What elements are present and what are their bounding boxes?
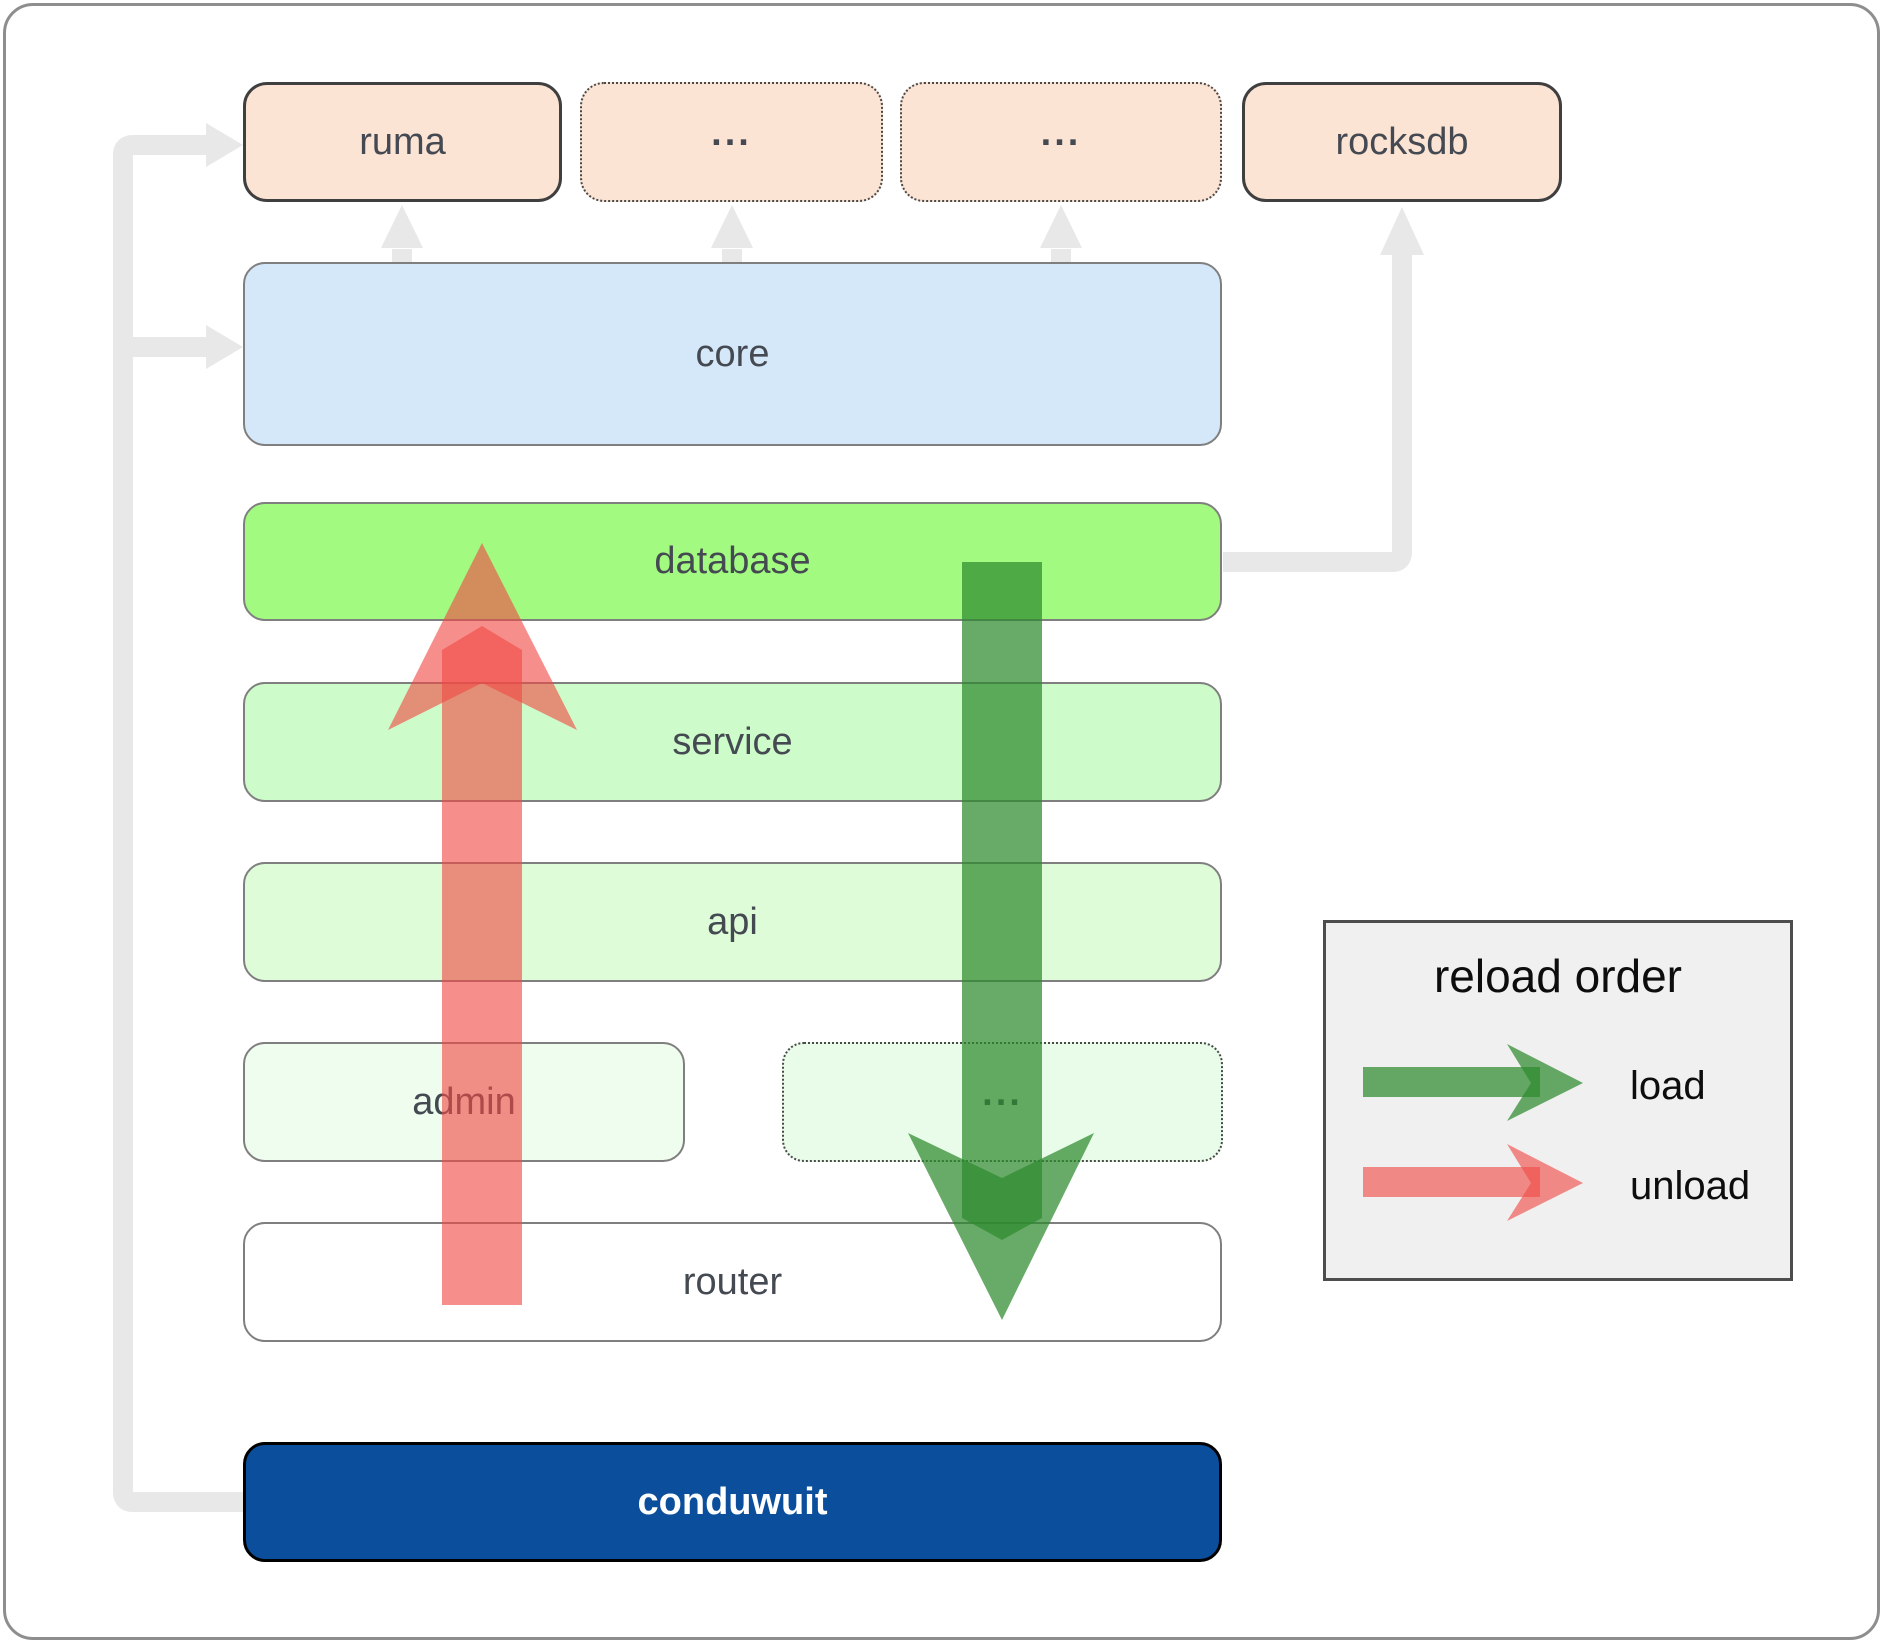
node-core-label: core (695, 332, 770, 375)
node-database: database (243, 502, 1222, 621)
node-admin-label: admin (412, 1080, 516, 1123)
node-service: service (243, 682, 1222, 802)
node-rocksdb: rocksdb (1242, 82, 1562, 202)
node-external-2-label: ... (1040, 111, 1082, 154)
legend-unload-label: unload (1630, 1164, 1751, 1208)
node-admin: admin (243, 1042, 685, 1162)
node-conduwuit: conduwuit (243, 1442, 1222, 1562)
legend-load-label: load (1630, 1064, 1706, 1108)
node-external-2: ... (900, 82, 1222, 202)
node-router-label: router (682, 1260, 783, 1303)
node-api-label: api (707, 900, 758, 943)
node-ruma-label: ruma (359, 120, 446, 163)
node-core: core (243, 262, 1222, 446)
legend-title: reload order (1433, 950, 1683, 1002)
node-router: router (243, 1222, 1222, 1342)
outer-frame (3, 3, 1880, 1640)
node-api: api (243, 862, 1222, 982)
legend-reload-order: reload order load unload (1323, 920, 1793, 1281)
node-more-services: ... (782, 1042, 1223, 1162)
node-external-1-label: ... (711, 111, 752, 154)
node-ruma: ruma (243, 82, 562, 202)
node-service-label: service (672, 720, 793, 763)
node-rocksdb-label: rocksdb (1335, 120, 1469, 163)
node-database-label: database (654, 540, 811, 582)
node-more-services-label: ... (982, 1071, 1023, 1114)
node-external-1: ... (580, 82, 883, 202)
node-conduwuit-label: conduwuit (637, 1480, 828, 1523)
